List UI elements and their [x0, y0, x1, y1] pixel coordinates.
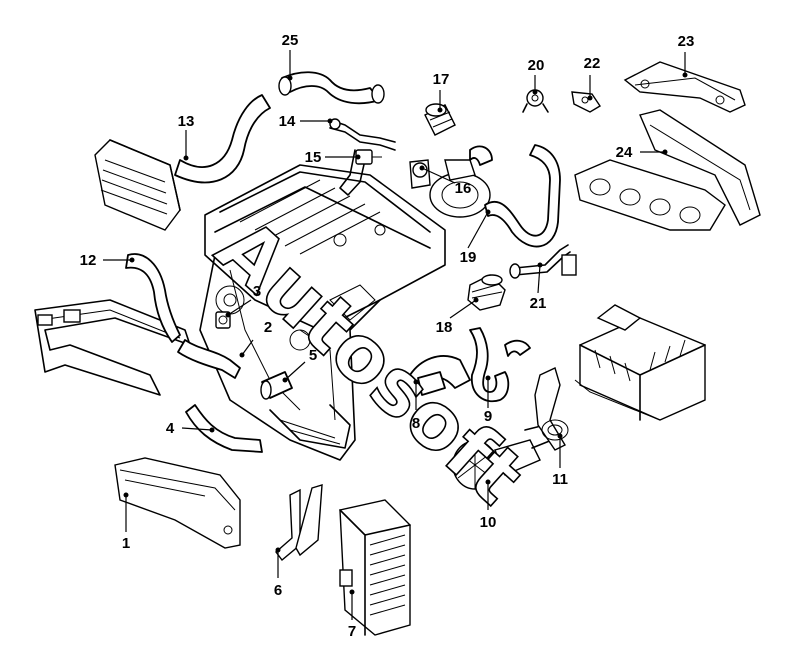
part-22-sensor — [571, 91, 601, 113]
part-12-hose — [125, 253, 181, 343]
callout-12: 12 — [80, 252, 97, 269]
callout-16: 16 — [455, 180, 472, 197]
callout-2: 2 — [264, 319, 272, 336]
part-19-hose — [484, 144, 561, 248]
part-18-valve — [467, 274, 506, 311]
intercooler-top — [94, 139, 181, 231]
callout-13: 13 — [178, 113, 195, 130]
callout-8: 8 — [412, 415, 420, 432]
crossmember-pipe — [34, 299, 191, 396]
leader-lines — [103, 50, 686, 620]
part-5-coupling — [260, 371, 293, 400]
callout-5: 5 — [309, 347, 317, 364]
part-13-hose — [174, 94, 271, 184]
callout-11: 11 — [552, 471, 568, 488]
part-17-boot — [424, 103, 456, 136]
part-4-hose — [185, 404, 263, 453]
part-21-pipe — [509, 244, 577, 279]
part-7-intercooler — [339, 499, 411, 636]
part-10-air-pump — [452, 424, 553, 490]
callout-23: 23 — [678, 33, 695, 50]
engine-block — [199, 164, 446, 461]
callout-17: 17 — [433, 71, 450, 88]
callout-labels: 1 2 3 4 5 6 7 8 9 10 11 12 13 14 15 16 1… — [80, 32, 695, 640]
callout-19: 19 — [460, 249, 477, 266]
callout-4: 4 — [166, 420, 175, 437]
callout-22: 22 — [584, 55, 601, 72]
part-25-hose — [278, 71, 385, 105]
part-9-hose — [469, 327, 531, 403]
part-11-bracket — [534, 367, 569, 451]
callout-10: 10 — [480, 514, 497, 531]
watermark-text: Autosoft — [199, 202, 540, 522]
callout-14: 14 — [279, 113, 296, 130]
leader-dots — [123, 72, 688, 595]
part-1-heat-shield — [114, 457, 241, 549]
part-24-manifold — [574, 109, 761, 231]
part-14-pipe — [329, 118, 396, 196]
callout-9: 9 — [484, 408, 492, 425]
part-2-hose — [177, 339, 241, 379]
air-cleaner-box — [574, 304, 706, 421]
callout-24: 24 — [616, 144, 633, 161]
part-6-bracket — [275, 484, 323, 562]
part-20-sensor — [522, 89, 549, 113]
callout-15: 15 — [305, 149, 322, 166]
part-23-heat-shield — [623, 61, 746, 113]
callout-20: 20 — [528, 57, 545, 74]
callout-21: 21 — [530, 295, 547, 312]
callout-6: 6 — [274, 582, 282, 599]
callout-7: 7 — [348, 623, 356, 640]
part-8-hose-set — [409, 355, 471, 396]
callout-25: 25 — [282, 32, 299, 49]
callout-18: 18 — [436, 319, 453, 336]
callout-1: 1 — [122, 535, 130, 552]
watermark: Autosoft — [198, 201, 541, 522]
callout-3: 3 — [253, 283, 261, 300]
part-16-turbocharger — [409, 145, 493, 218]
